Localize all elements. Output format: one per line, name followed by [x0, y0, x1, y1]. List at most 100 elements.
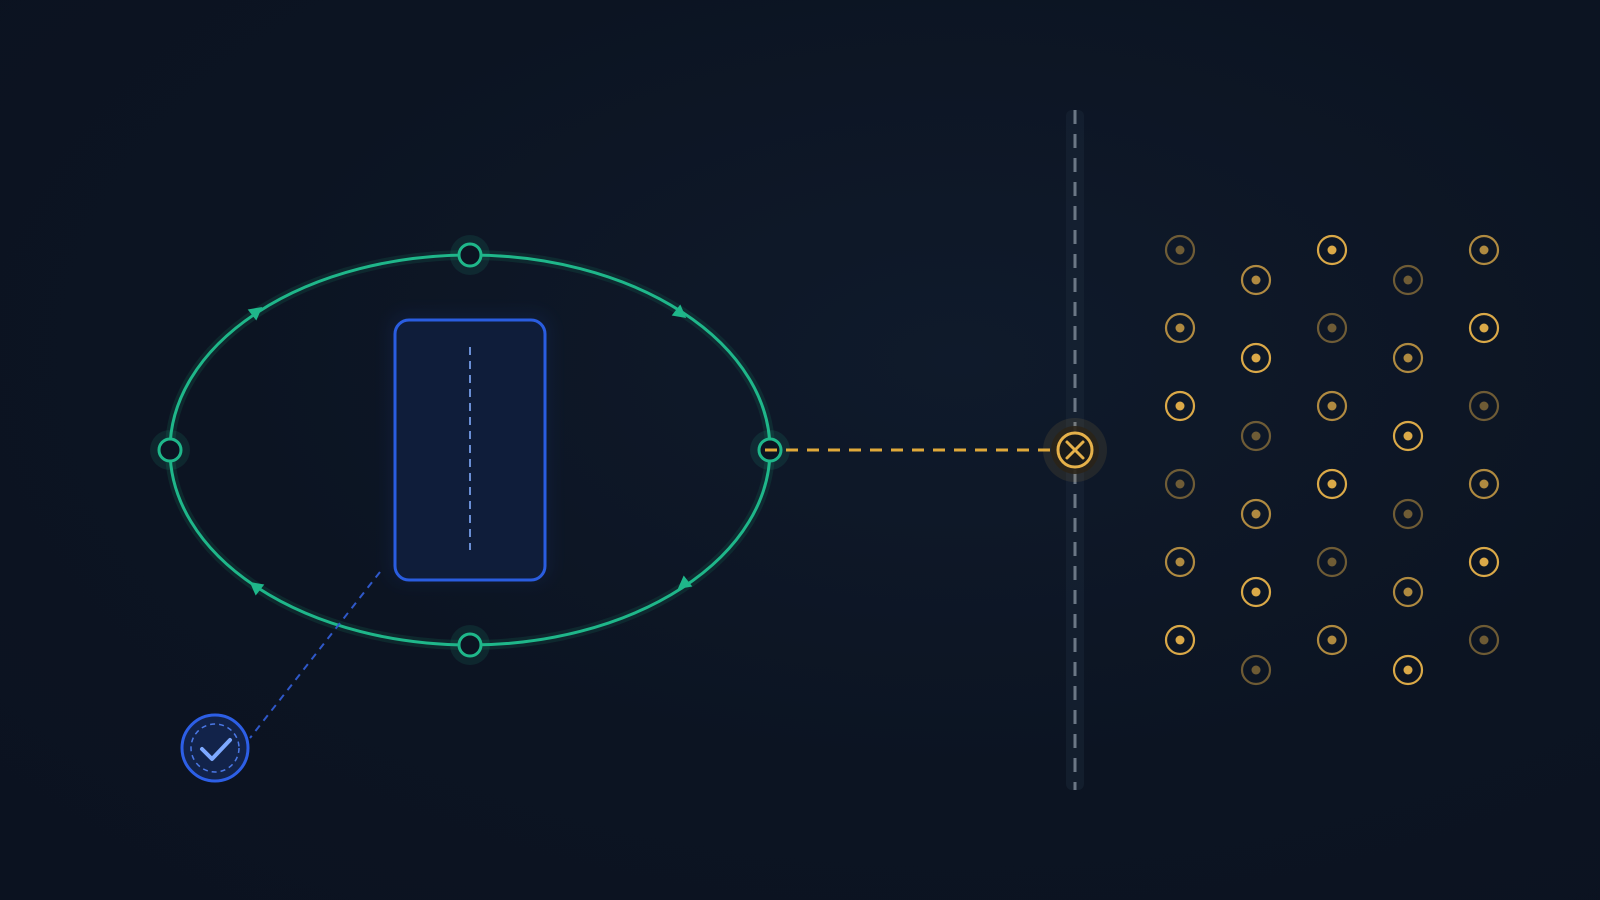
grid-node-dot	[1251, 431, 1261, 441]
grid-node[interactable]	[1164, 312, 1196, 344]
target-dot-icon	[1468, 624, 1500, 656]
grid-node-dot	[1175, 635, 1185, 645]
target-dot-icon	[1164, 312, 1196, 344]
grid-node-dot	[1327, 323, 1337, 333]
target-dot-icon	[1316, 312, 1348, 344]
grid-node[interactable]	[1392, 420, 1424, 452]
target-dot-icon	[1240, 420, 1272, 452]
grid-node[interactable]	[1240, 342, 1272, 374]
target-dot-icon	[1164, 546, 1196, 578]
grid-node-dot	[1327, 245, 1337, 255]
grid-node-dot	[1479, 401, 1489, 411]
target-dot-icon	[1240, 654, 1272, 686]
target-dot-icon	[1392, 498, 1424, 530]
grid-node[interactable]	[1316, 546, 1348, 578]
check-mark-icon	[200, 738, 232, 761]
grid-node-dot	[1251, 275, 1261, 285]
target-dot-icon	[1392, 342, 1424, 374]
check-circle-icon	[180, 713, 250, 783]
grid-node-dot	[1403, 275, 1413, 285]
grid-node-dot	[1175, 479, 1185, 489]
grid-node[interactable]	[1164, 624, 1196, 656]
target-dot-icon	[1392, 420, 1424, 452]
orbit-node-top[interactable]	[450, 235, 490, 275]
grid-node[interactable]	[1316, 312, 1348, 344]
grid-node-dot	[1327, 557, 1337, 567]
grid-node-dot	[1175, 245, 1185, 255]
target-dot-icon	[1240, 498, 1272, 530]
target-dot-icon	[1468, 312, 1500, 344]
grid-node[interactable]	[1316, 468, 1348, 500]
target-dot-icon	[1468, 546, 1500, 578]
grid-node[interactable]	[1316, 624, 1348, 656]
target-dot-icon	[1468, 390, 1500, 422]
grid-node-dot	[1327, 635, 1337, 645]
target-dot-icon	[1164, 234, 1196, 266]
grid-node-dot	[1479, 635, 1489, 645]
grid-node-dot	[1251, 509, 1261, 519]
grid-node-dot	[1479, 323, 1489, 333]
grid-node[interactable]	[1468, 546, 1500, 578]
grid-node[interactable]	[1468, 468, 1500, 500]
grid-node-dot	[1327, 401, 1337, 411]
grid-node[interactable]	[1468, 234, 1500, 266]
verified-badge[interactable]	[180, 713, 250, 783]
grid-node-dot	[1251, 353, 1261, 363]
grid-node[interactable]	[1392, 576, 1424, 608]
grid-node-dot	[1403, 353, 1413, 363]
target-dot-icon	[1316, 234, 1348, 266]
grid-node[interactable]	[1164, 390, 1196, 422]
grid-node[interactable]	[1392, 654, 1424, 686]
grid-node[interactable]	[1240, 576, 1272, 608]
orbit-arrow-top-left	[247, 306, 263, 321]
target-dot-icon	[1240, 576, 1272, 608]
target-dot-icon	[1316, 390, 1348, 422]
grid-node[interactable]	[1392, 264, 1424, 296]
grid-node-dot	[1403, 509, 1413, 519]
target-dot-icon	[1164, 624, 1196, 656]
target-dot-icon	[1240, 342, 1272, 374]
grid-node-dot	[1327, 479, 1337, 489]
grid-node[interactable]	[1468, 312, 1500, 344]
grid-node[interactable]	[1392, 342, 1424, 374]
grid-node-dot	[1479, 557, 1489, 567]
grid-node[interactable]	[1468, 390, 1500, 422]
target-dot-icon	[1392, 576, 1424, 608]
orbit-arrow-bottom-right	[677, 575, 693, 590]
badge-connector	[249, 571, 381, 739]
grid-node[interactable]	[1240, 654, 1272, 686]
orbit-node-left[interactable]	[150, 430, 190, 470]
target-dot-icon	[1164, 390, 1196, 422]
target-dot-icon	[1316, 546, 1348, 578]
grid-node-dot	[1175, 401, 1185, 411]
orbit-arrow-top-right	[671, 304, 687, 319]
grid-node[interactable]	[1316, 390, 1348, 422]
grid-node-dot	[1403, 431, 1413, 441]
grid-node[interactable]	[1240, 498, 1272, 530]
orbit-arrow-bottom-left	[249, 581, 265, 596]
grid-node[interactable]	[1392, 498, 1424, 530]
grid-node[interactable]	[1164, 468, 1196, 500]
target-dot-icon	[1392, 654, 1424, 686]
grid-node[interactable]	[1316, 234, 1348, 266]
grid-node[interactable]	[1468, 624, 1500, 656]
target-dot-icon	[1316, 624, 1348, 656]
grid-node[interactable]	[1240, 420, 1272, 452]
target-dot-icon	[1392, 264, 1424, 296]
grid-node[interactable]	[1240, 264, 1272, 296]
orbit-node-bottom[interactable]	[450, 625, 490, 665]
grid-node-dot	[1175, 323, 1185, 333]
grid-node-dot	[1251, 587, 1261, 597]
grid-node[interactable]	[1164, 234, 1196, 266]
node-grid	[1164, 234, 1500, 686]
grid-node-dot	[1175, 557, 1185, 567]
target-dot-icon	[1468, 468, 1500, 500]
grid-node[interactable]	[1164, 546, 1196, 578]
grid-node-dot	[1251, 665, 1261, 675]
grid-node-dot	[1479, 245, 1489, 255]
target-dot-icon	[1468, 234, 1500, 266]
blocked-node[interactable]	[1043, 418, 1107, 482]
grid-node-dot	[1403, 665, 1413, 675]
